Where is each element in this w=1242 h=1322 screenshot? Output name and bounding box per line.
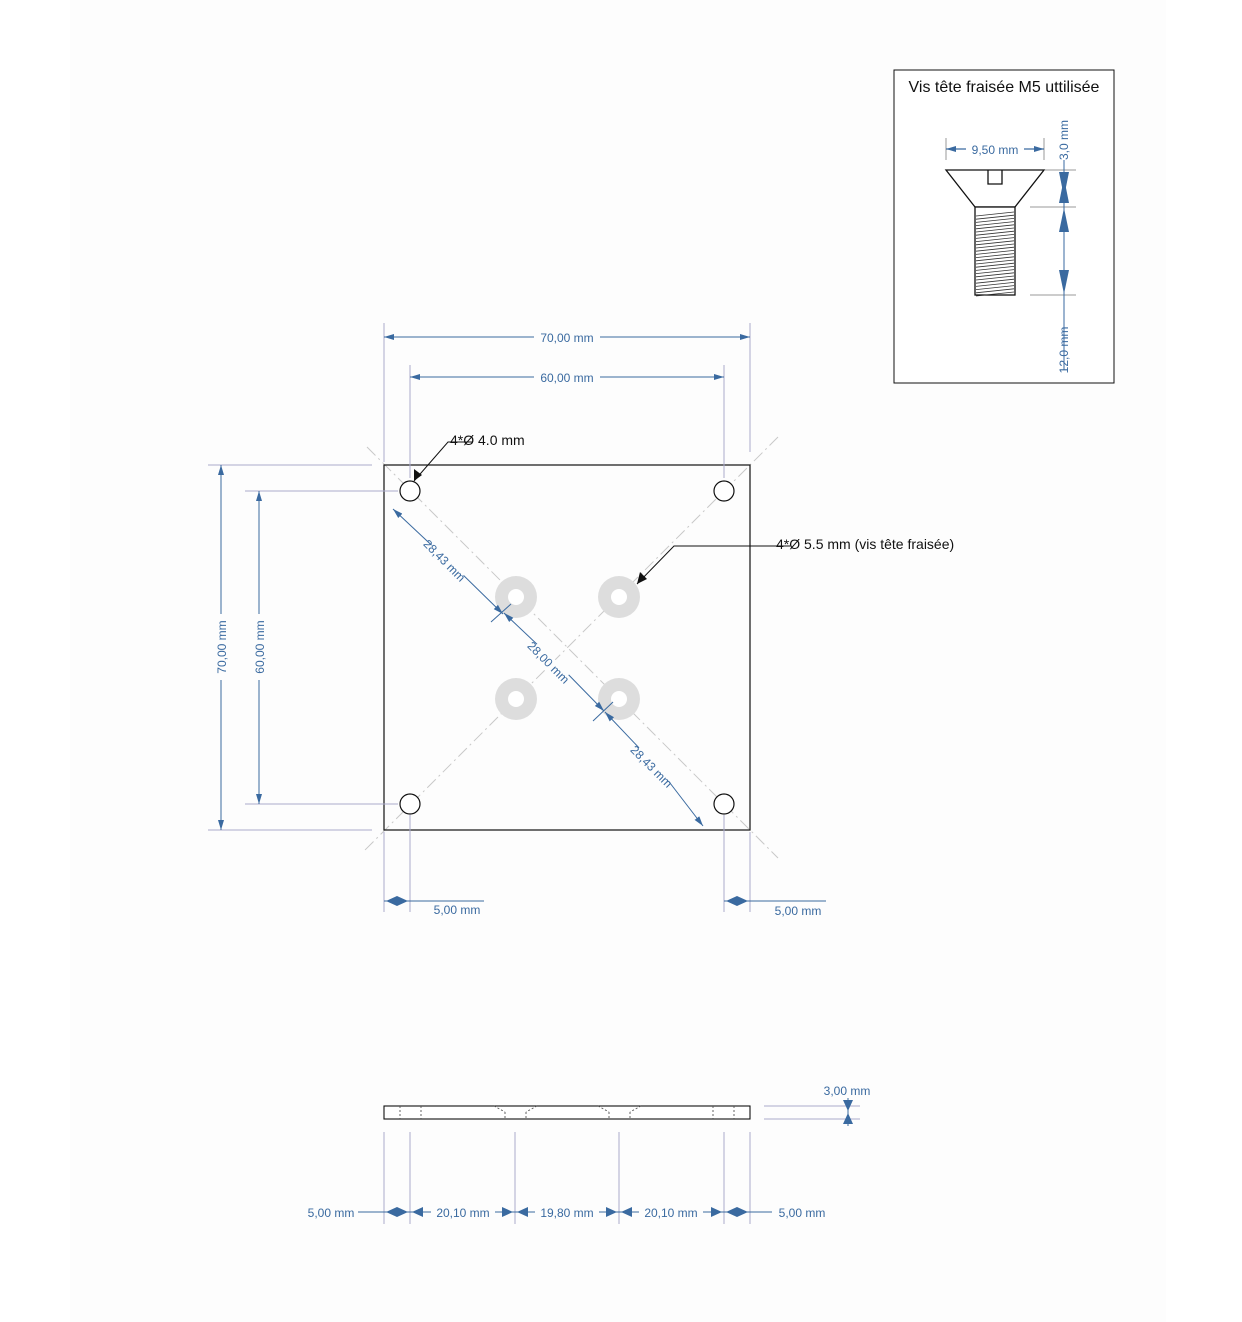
screw-box-title: Vis tête fraisée M5 uttilisée (909, 79, 1100, 96)
edge-right-label: 5,00 mm (775, 904, 822, 918)
screw-head-diameter-label: 9,50 mm (972, 143, 1019, 157)
screw-thread-length-label: 12,0 mm (1057, 327, 1071, 374)
screw-head-height-label: 3,0 mm (1057, 120, 1071, 160)
hole-bottom-right (713, 793, 735, 815)
diag-middle-label: 28,00 mm (524, 639, 572, 687)
width-outer-label: 70,00 mm (540, 331, 593, 345)
side-seg4-label: 20,10 mm (644, 1206, 697, 1220)
edge-left-label: 5,00 mm (434, 903, 481, 917)
width-holes-label: 60,00 mm (540, 371, 593, 385)
top-view: 28,43 mm 28,00 mm 28,43 mm 4*Ø 4.0 mm 4*… (208, 323, 954, 918)
diag-lower-label: 28,43 mm (627, 743, 675, 791)
countersink-holes (495, 576, 640, 720)
countersink-note: 4*Ø 5.5 mm (vis tête fraisée) (776, 536, 954, 552)
height-outer-label: 70,00 mm (215, 620, 229, 673)
screw-detail-box: Vis tête fraisée M5 uttilisée 9,50 mm 3,… (893, 69, 1115, 384)
plate-outline (383, 464, 751, 831)
side-seg5-label: 5,00 mm (779, 1206, 826, 1220)
screw-icon (944, 169, 1046, 297)
hole-top-right (713, 480, 735, 502)
hole-note: 4*Ø 4.0 mm (450, 432, 525, 448)
side-seg2-label: 20,10 mm (436, 1206, 489, 1220)
thickness-label: 3,00 mm (824, 1084, 871, 1098)
height-holes-label: 60,00 mm (253, 620, 267, 673)
side-view: 3,00 mm 5,00 mm 20,10 mm 19,80 mm 20,10 … (300, 1084, 870, 1224)
hole-bottom-left (399, 793, 421, 815)
plate-side-outline (383, 1105, 751, 1120)
diag-upper-label: 28,43 mm (420, 537, 468, 585)
side-seg1-label: 5,00 mm (308, 1206, 355, 1220)
hole-top-left (399, 480, 421, 502)
side-seg3-label: 19,80 mm (540, 1206, 593, 1220)
